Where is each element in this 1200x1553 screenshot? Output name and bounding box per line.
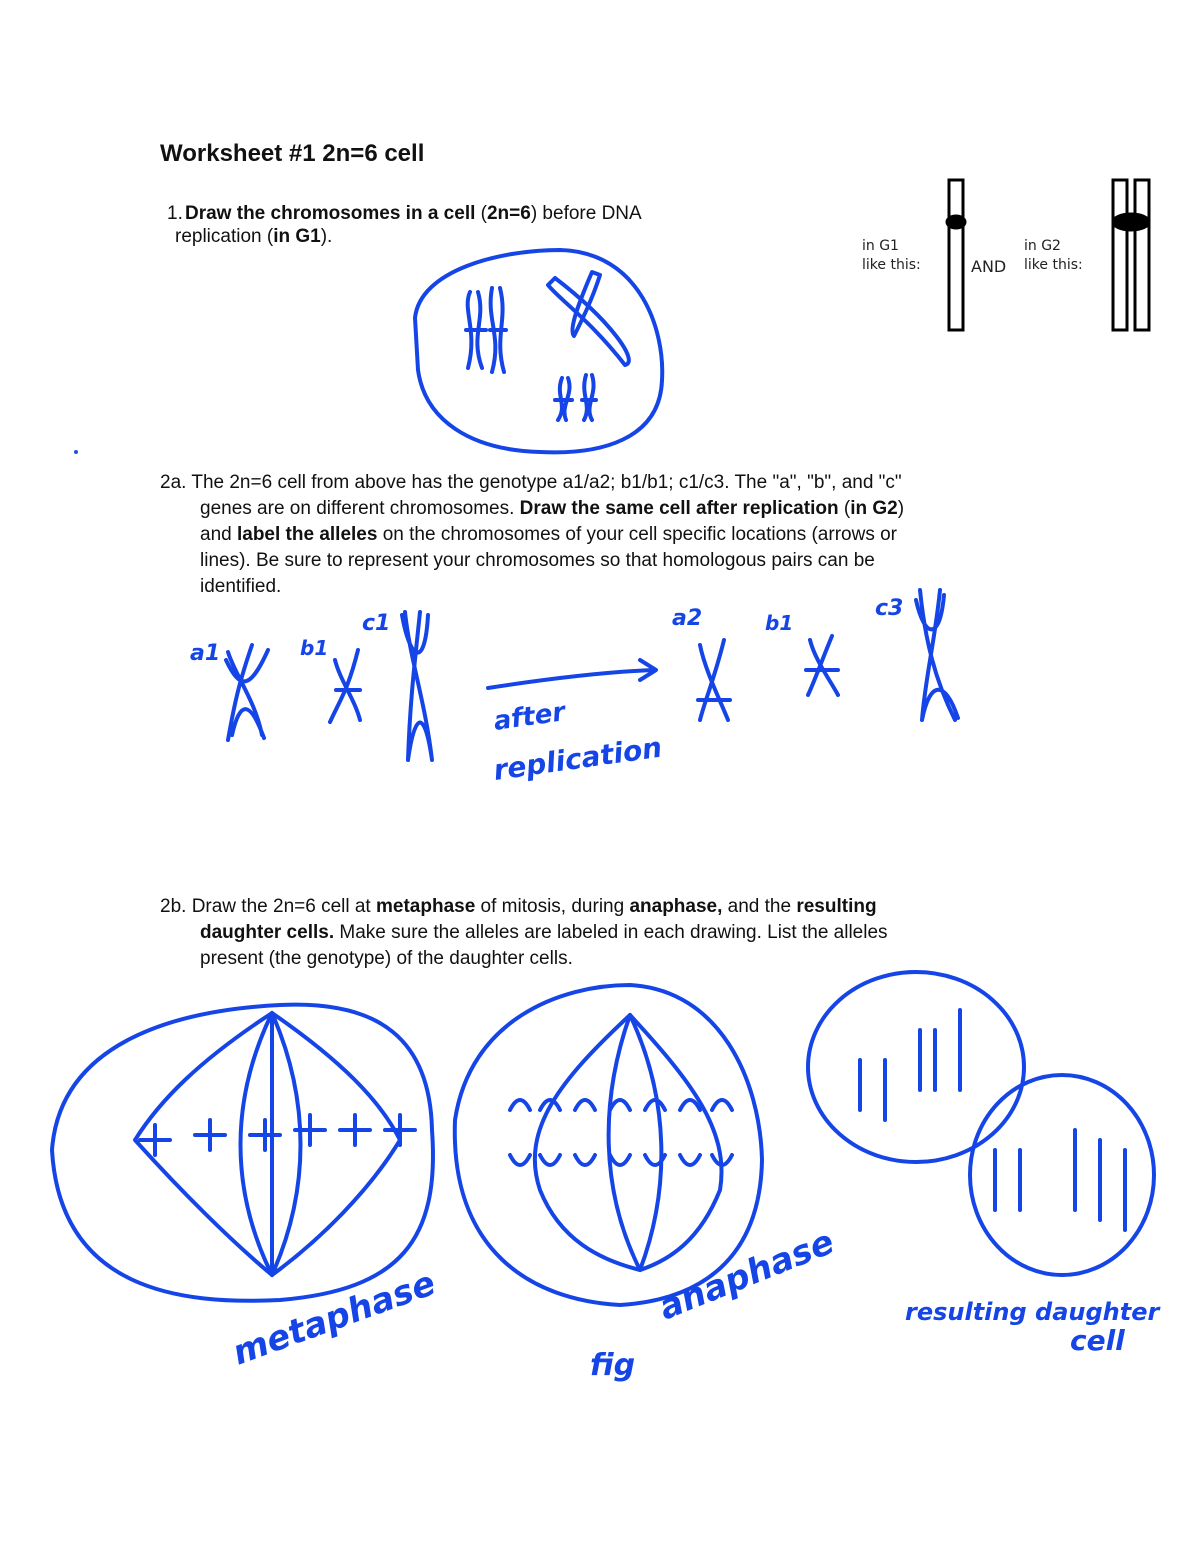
question-1: 1.Draw the chromosomes in a cell (2n=6) … — [167, 202, 727, 248]
cell-word: cell — [1070, 1324, 1125, 1357]
question-2b: 2b. Draw the 2n=6 cell at metaphase of m… — [160, 896, 888, 969]
label-a2: a2 — [672, 606, 702, 631]
question-1-line-2: replication (in G1). — [175, 226, 333, 247]
replication-word: replication — [491, 731, 664, 787]
label-b1-right: b1 — [765, 611, 793, 635]
anaphase-word: anaphase — [653, 1222, 839, 1328]
question-1-line-1: 1.Draw the chromosomes in a cell (2n=6) … — [167, 203, 642, 224]
and-label: AND — [971, 257, 1007, 276]
label-c3: c3 — [875, 596, 903, 621]
question-2a: 2a. The 2n=6 cell from above has the gen… — [160, 472, 905, 597]
metaphase-word: metaphase — [227, 1263, 440, 1373]
metaphase-cell-drawing — [50, 1002, 435, 1303]
stray-dot — [74, 450, 78, 454]
g2-reference-label: in G2 like this: — [1024, 238, 1083, 273]
fig-word: fig — [590, 1348, 635, 1383]
label-a1: a1 — [190, 641, 220, 666]
label-c1: c1 — [362, 611, 390, 636]
g1-reference-label: in G1 like this: — [862, 238, 921, 273]
g2-chromosome-diagram — [1111, 178, 1151, 332]
resulting-daughter-word: resulting daughter — [905, 1298, 1162, 1326]
label-b1: b1 — [300, 636, 328, 660]
daughter-cells-drawing — [806, 970, 1156, 1277]
worksheet-title: Worksheet #1 2n=6 cell — [160, 140, 425, 167]
g2-replication-drawing — [224, 588, 960, 762]
after-word: after — [492, 697, 569, 737]
g1-chromosome-diagram — [945, 178, 967, 332]
anaphase-cell-drawing — [452, 983, 764, 1307]
g1-cell-drawing — [413, 248, 665, 455]
